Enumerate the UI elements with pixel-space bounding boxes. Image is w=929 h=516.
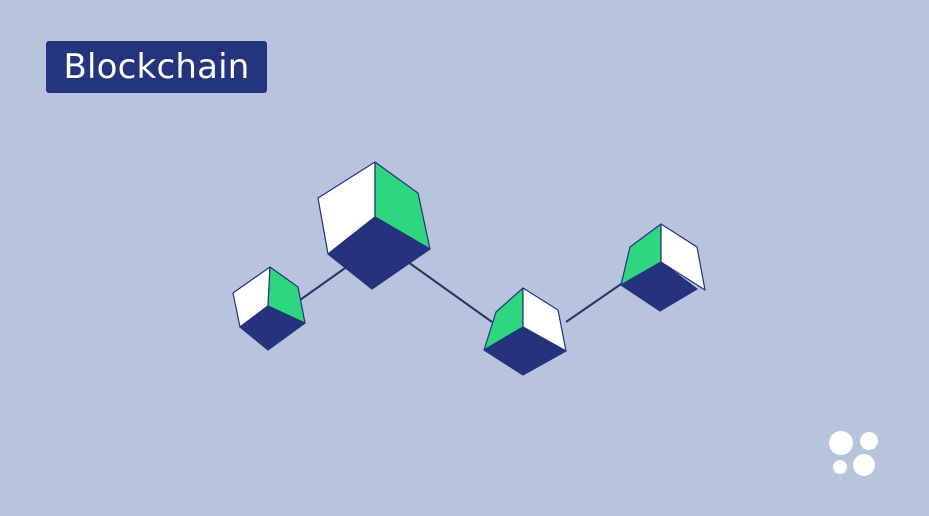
block-cube-4 bbox=[620, 223, 706, 312]
page-title-badge: Blockchain bbox=[46, 41, 267, 93]
cube-1-navy-face bbox=[239, 305, 306, 351]
cube-3-navy-face bbox=[483, 326, 567, 376]
chain-link-2 bbox=[407, 261, 493, 323]
cube-4-white-face bbox=[660, 223, 706, 291]
four-dots-logo-icon bbox=[829, 431, 878, 476]
cube-2-navy-face bbox=[327, 216, 431, 290]
chain-link-3 bbox=[565, 281, 625, 323]
block-cube-3 bbox=[483, 287, 567, 376]
cube-4-navy-face bbox=[620, 261, 698, 312]
block-cube-1 bbox=[232, 266, 306, 351]
block-cube-2 bbox=[317, 161, 431, 290]
chain-link-1 bbox=[299, 265, 349, 301]
page-title: Blockchain bbox=[63, 47, 250, 87]
chain-links bbox=[299, 261, 625, 323]
